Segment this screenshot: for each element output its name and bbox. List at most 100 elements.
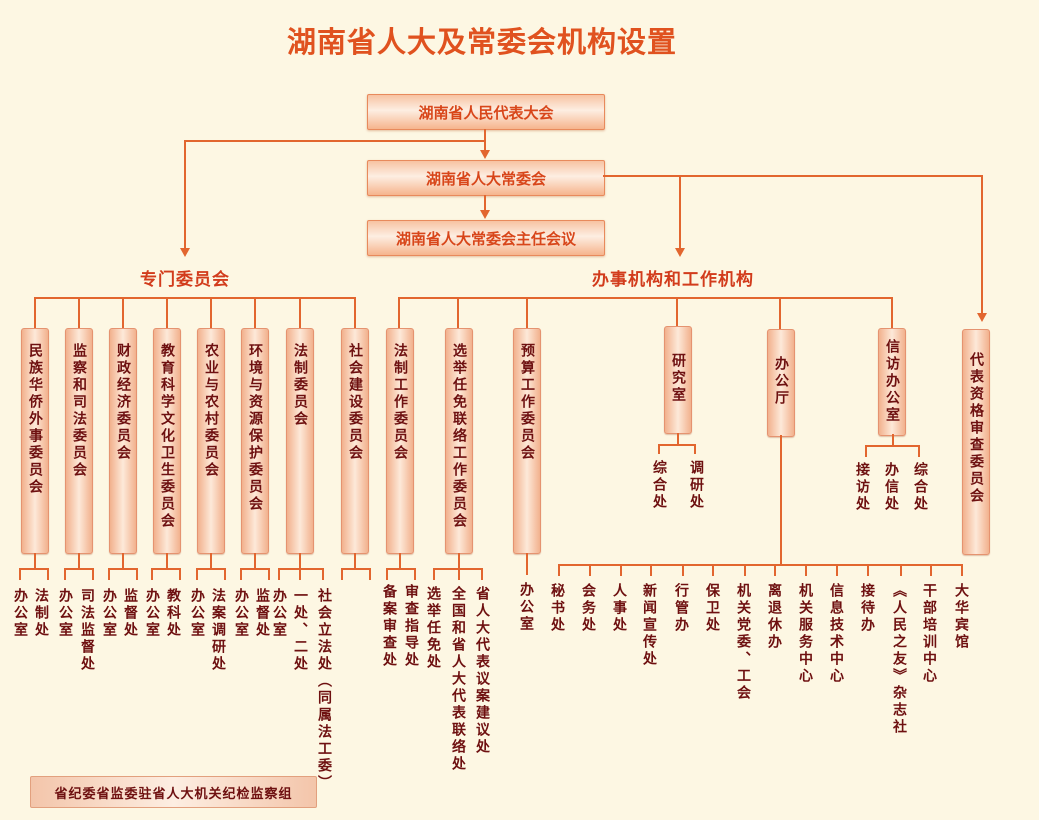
sub-unit: 备案审查处	[381, 584, 397, 669]
sub-unit: 行管办	[673, 583, 689, 634]
arrow-icon	[977, 313, 987, 322]
connector	[981, 175, 983, 315]
sub-unit: 机关党委、工会	[735, 583, 751, 702]
body-petitions-office[interactable]: 信访办公室	[878, 328, 906, 436]
connector	[341, 568, 371, 570]
connector	[930, 564, 932, 576]
committee-label: 环境与资源保护委员会	[247, 343, 263, 513]
connector	[151, 568, 181, 570]
body-label: 选举任免联络工作委员会	[451, 343, 467, 530]
sub-unit: 审查指导处	[403, 584, 419, 669]
connector	[694, 444, 696, 454]
connector	[865, 445, 867, 457]
standing-committee-box: 湖南省人大常委会	[367, 160, 605, 196]
connector	[299, 568, 301, 580]
body-label: 法制工作委员会	[392, 343, 408, 462]
sub-unit: 办公室	[144, 588, 160, 639]
connector	[744, 564, 746, 576]
connector	[299, 553, 301, 569]
sub-unit: 办公室	[12, 588, 28, 639]
sub-unit: 新闻宣传处	[641, 583, 657, 668]
sub-unit: 干部培训中心	[921, 583, 937, 685]
body-legislative-affairs[interactable]: 法制工作委员会	[386, 328, 414, 554]
connector	[19, 568, 21, 580]
connector	[240, 568, 242, 580]
committee-legal[interactable]: 法制委员会	[286, 328, 314, 554]
committee-social-development[interactable]: 社会建设委员会	[341, 328, 369, 554]
sub-unit: 社会立法处（同属法工委）	[316, 588, 332, 792]
connector	[34, 297, 36, 329]
connector	[278, 568, 280, 580]
connector	[961, 564, 963, 576]
connector	[369, 568, 371, 580]
connector	[184, 140, 486, 142]
committee-ethnic-overseas-foreign[interactable]: 民族华侨外事委员会	[21, 328, 49, 554]
connector	[196, 568, 198, 580]
connector	[603, 175, 983, 177]
connector	[589, 564, 591, 576]
committee-environment-resources[interactable]: 环境与资源保护委员会	[241, 328, 269, 554]
connector	[151, 568, 153, 580]
sub-unit: 选举任免处	[425, 586, 441, 671]
sub-unit: 《人民之友》杂志社	[891, 583, 907, 736]
connector	[676, 297, 678, 327]
connector	[136, 568, 138, 580]
connector	[34, 553, 36, 569]
congress-box: 湖南省人民代表大会	[367, 94, 605, 130]
connector	[658, 444, 660, 454]
connector	[677, 433, 679, 445]
committee-agriculture-rural[interactable]: 农业与农村委员会	[197, 328, 225, 554]
connector	[210, 297, 212, 329]
committee-label: 民族华侨外事委员会	[27, 343, 43, 496]
body-label: 预算工作委员会	[519, 343, 535, 462]
sub-unit: 办公室	[189, 588, 205, 639]
qualification-committee-label: 代表资格审查委员会	[968, 352, 984, 505]
connector	[240, 568, 270, 570]
sub-unit: 调研处	[688, 460, 704, 511]
committee-finance-economy[interactable]: 财政经济委员会	[109, 328, 137, 554]
sub-unit: 司法监督处	[79, 588, 95, 673]
connector	[526, 553, 528, 575]
committee-label: 农业与农村委员会	[203, 343, 219, 479]
arrow-icon	[675, 248, 685, 257]
connector	[918, 445, 920, 457]
special-committees-label: 专门委员会	[140, 270, 230, 290]
page-title: 湖南省人大及常委会机构设置	[286, 25, 677, 59]
body-budget[interactable]: 预算工作委员会	[513, 328, 541, 554]
connector	[558, 564, 963, 566]
connector	[78, 553, 80, 569]
sub-unit: 办公室	[101, 588, 117, 639]
body-general-office[interactable]: 办公厅	[767, 329, 795, 437]
sub-unit: 法制处	[33, 588, 49, 639]
sub-unit: 省人大代表议案建议处	[474, 586, 490, 756]
body-label: 研究室	[670, 353, 686, 404]
committee-label: 监察和司法委员会	[71, 343, 87, 479]
sub-unit: 教科处	[165, 588, 181, 639]
committee-supervision-judicial[interactable]: 监察和司法委员会	[65, 328, 93, 554]
connector	[254, 553, 256, 569]
committee-education-science-culture-health[interactable]: 教育科学文化卫生委员会	[153, 328, 181, 554]
connector	[558, 564, 560, 576]
body-election-appointment-liaison[interactable]: 选举任免联络工作委员会	[445, 328, 473, 554]
sub-unit: 接待办	[859, 583, 875, 634]
committee-label: 法制委员会	[292, 343, 308, 428]
connector	[865, 445, 920, 447]
connector	[398, 297, 400, 329]
connector	[458, 568, 460, 580]
sub-unit: 人事处	[611, 583, 627, 634]
connector	[457, 297, 459, 329]
sub-unit: 机关服务中心	[797, 583, 813, 685]
inspection-group-box: 省纪委省监委驻省人大机关纪检监察组	[30, 776, 317, 808]
connector	[386, 568, 388, 580]
connector	[386, 568, 416, 570]
connector	[122, 553, 124, 569]
connector	[458, 553, 460, 569]
connector	[299, 297, 301, 329]
body-research-office[interactable]: 研究室	[664, 326, 692, 434]
connector	[867, 564, 869, 576]
sub-unit: 综合处	[912, 462, 928, 513]
connector	[650, 564, 652, 576]
sub-unit: 秘书处	[549, 583, 565, 634]
qualification-committee[interactable]: 代表资格审查委员会	[962, 329, 990, 555]
connector	[166, 297, 168, 329]
